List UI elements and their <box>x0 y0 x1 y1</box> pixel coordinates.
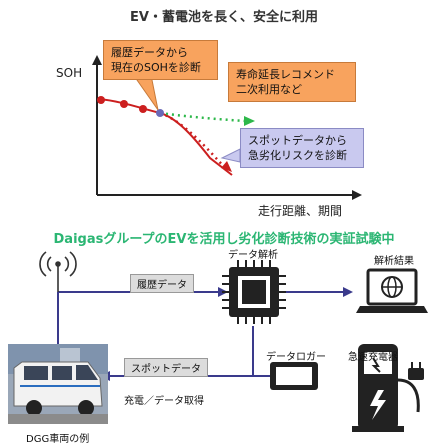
ev-van-icon <box>8 344 108 424</box>
callout-life: 寿命延長レコメンド 二次利用など <box>228 62 356 102</box>
callout-spot-line1: スポットデータから <box>248 134 347 147</box>
vehicle-caption: DGG車両の例 <box>26 434 90 445</box>
result-arrow <box>343 287 353 297</box>
callout-history-line1: 履歴データから <box>111 46 188 59</box>
soh-curve-red <box>98 98 233 176</box>
callout-life-line2: 二次利用など <box>236 83 302 96</box>
data-point <box>120 100 128 108</box>
laptop-globe-icon <box>356 268 428 313</box>
chip-icon <box>222 260 286 324</box>
spot-data-tag: スポットデータ <box>124 358 208 377</box>
rapid-degradation-dotted <box>159 111 226 169</box>
callout-history-line2: 現在のSOHを診断 <box>111 61 201 74</box>
callout-life-line1: 寿命延長レコメンド <box>236 68 335 81</box>
charge-acquire-label: 充電／データ取得 <box>124 396 204 407</box>
data-point <box>139 105 147 113</box>
y-axis-label: SOH <box>56 66 83 80</box>
soh-chart <box>92 55 362 200</box>
section-title: DaigasグループのEVを活用し劣化診断技術の実証試験中 <box>53 232 395 247</box>
current-point <box>156 109 164 117</box>
data-logger-label: データロガー <box>266 352 326 363</box>
life-extension-arrow <box>244 116 255 126</box>
charger-icon <box>352 344 424 432</box>
callout-history: 履歴データから 現在のSOHを診断 <box>103 40 218 80</box>
analysis-result-label: 解析結果 <box>374 256 414 267</box>
rapid-degradation-arrow <box>221 161 232 172</box>
y-axis-arrow <box>92 55 102 65</box>
chart-axes <box>92 55 362 200</box>
system-diagram <box>8 251 428 432</box>
data-point <box>97 96 105 104</box>
callout-spot-line2: 急劣化リスクを診断 <box>248 149 347 162</box>
x-axis-label: 走行距離、期間 <box>258 204 343 218</box>
callout-spot: スポットデータから 急劣化リスクを診断 <box>240 128 364 168</box>
data-analysis-label: データ解析 <box>228 250 278 261</box>
life-extension-dotted <box>159 111 246 123</box>
antenna-icon <box>39 251 77 292</box>
quick-charger-label: 急速充電器 <box>348 352 398 363</box>
top-title: EV・蓄電池を長く、安全に利用 <box>130 10 318 25</box>
history-data-tag: 履歴データ <box>130 274 194 293</box>
phone-logger-icon <box>270 362 318 390</box>
callout-spot-pointer <box>220 148 241 163</box>
x-axis-arrow <box>352 190 362 200</box>
